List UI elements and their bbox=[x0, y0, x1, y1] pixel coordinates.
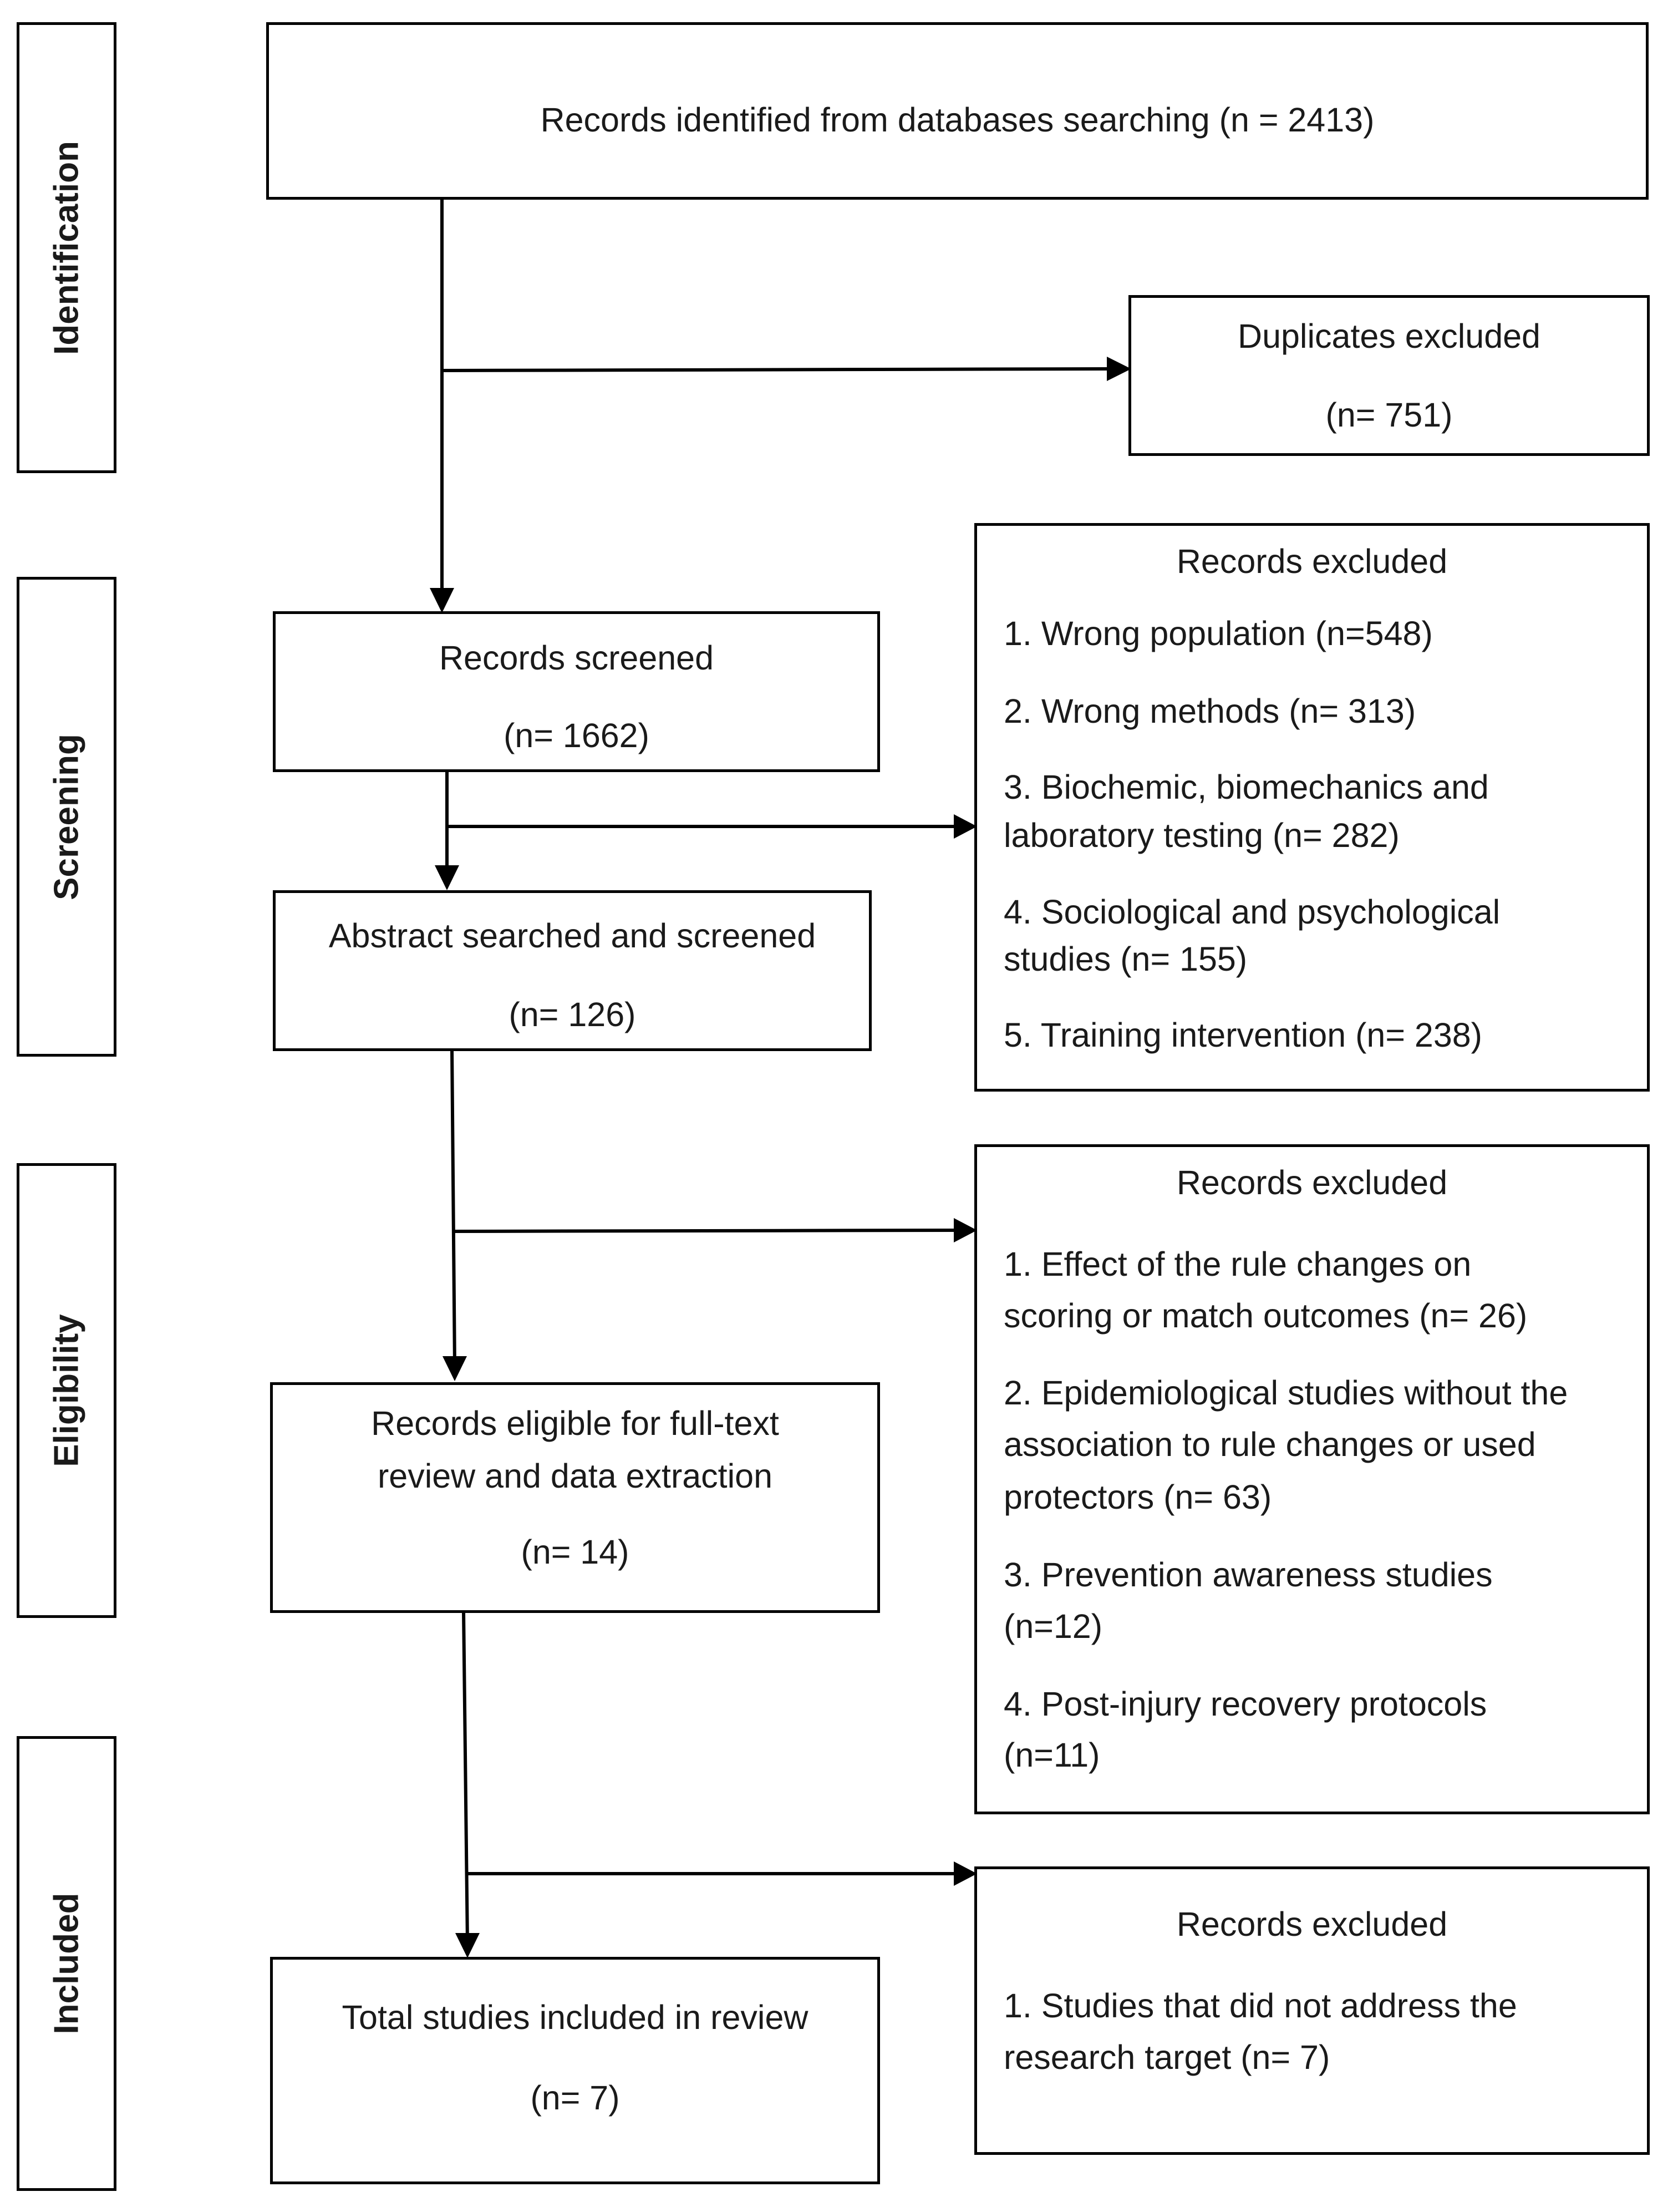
arrowhead-excluded-included bbox=[954, 1861, 977, 1886]
duplicates-count: (n= 751) bbox=[1325, 396, 1453, 434]
excluded-screening-item: 4. Sociological and psychological bbox=[1004, 893, 1501, 931]
stage-label-included: Included bbox=[47, 1893, 86, 2035]
abstract-screened-count: (n= 126) bbox=[508, 996, 636, 1033]
records-screened-box: Records screened (n= 1662) bbox=[273, 611, 880, 772]
arrowhead-eligible bbox=[443, 1356, 467, 1381]
stage-label-identification: Identification bbox=[47, 140, 86, 355]
records-identified-box: Records identified from databases search… bbox=[266, 22, 1649, 200]
excluded-eligibility-item: 1. Effect of the rule changes on bbox=[1004, 1245, 1472, 1283]
duplicates-box: Duplicates excluded (n= 751) bbox=[1128, 295, 1650, 456]
excluded-screening-item: 3. Biochemic, biomechanics and bbox=[1004, 768, 1489, 806]
records-eligible-line2: review and data extraction bbox=[377, 1457, 773, 1495]
excluded-eligibility-item: (n=12) bbox=[1004, 1607, 1103, 1645]
stage-included: Included bbox=[17, 1736, 116, 2191]
excluded-eligibility-item: scoring or match outcomes (n= 26) bbox=[1004, 1297, 1528, 1335]
excluded-screening-item: 1. Wrong population (n=548) bbox=[1004, 615, 1433, 652]
excluded-eligibility-item: 3. Prevention awareness studies bbox=[1004, 1556, 1493, 1594]
arrowhead-duplicates bbox=[1107, 357, 1131, 381]
excluded-eligibility-item: 4. Post-injury recovery protocols bbox=[1004, 1685, 1487, 1723]
excluded-screening-item: 5. Training intervention (n= 238) bbox=[1004, 1016, 1482, 1054]
records-identified-text: Records identified from databases search… bbox=[540, 101, 1375, 139]
excluded-screening-item: laboratory testing (n= 282) bbox=[1004, 816, 1400, 854]
arrowhead-included bbox=[455, 1933, 480, 1958]
arrow-eligible-to-included bbox=[462, 1611, 469, 1945]
stage-label-screening: Screening bbox=[47, 733, 86, 900]
records-eligible-box: Records eligible for full-text review an… bbox=[270, 1382, 880, 1613]
stage-identification: Identification bbox=[17, 22, 116, 473]
stage-eligibility: Eligibility bbox=[17, 1163, 116, 1618]
excluded-included-title: Records excluded bbox=[1176, 1905, 1448, 1943]
arrowhead-excluded-screening bbox=[954, 814, 977, 839]
excluded-eligibility-title: Records excluded bbox=[1176, 1164, 1448, 1201]
records-eligible-line1: Records eligible for full-text bbox=[371, 1404, 779, 1442]
excluded-included-item: 1. Studies that did not address the bbox=[1004, 1987, 1517, 2025]
excluded-eligibility-item: association to rule changes or used bbox=[1004, 1425, 1536, 1463]
abstract-screened-title: Abstract searched and screened bbox=[328, 917, 816, 955]
excluded-included-box: Records excluded 1. Studies that did not… bbox=[974, 1866, 1650, 2155]
stage-screening: Screening bbox=[17, 577, 116, 1057]
total-included-title: Total studies included in review bbox=[342, 1998, 808, 2036]
excluded-eligibility-item: protectors (n= 63) bbox=[1004, 1478, 1272, 1516]
duplicates-title: Duplicates excluded bbox=[1238, 317, 1540, 355]
total-included-box: Total studies included in review (n= 7) bbox=[270, 1957, 880, 2184]
excluded-screening-box: Records excluded 1. Wrong population (n=… bbox=[974, 523, 1650, 1092]
excluded-screening-item: studies (n= 155) bbox=[1004, 940, 1248, 978]
total-included-count: (n= 7) bbox=[530, 2079, 620, 2117]
arrowhead-abstract bbox=[435, 865, 459, 890]
excluded-screening-item: 2. Wrong methods (n= 313) bbox=[1004, 692, 1416, 730]
excluded-eligibility-box: Records excluded 1. Effect of the rule c… bbox=[974, 1144, 1650, 1814]
excluded-screening-title: Records excluded bbox=[1176, 542, 1448, 580]
records-screened-title: Records screened bbox=[439, 639, 714, 677]
stage-label-eligibility: Eligibility bbox=[47, 1314, 86, 1467]
excluded-included-item: research target (n= 7) bbox=[1004, 2038, 1330, 2076]
arrowhead-screened bbox=[430, 588, 454, 613]
records-screened-count: (n= 1662) bbox=[504, 717, 649, 754]
excluded-eligibility-item: 2. Epidemiological studies without the bbox=[1004, 1374, 1568, 1412]
arrow-to-excluded-eligibility bbox=[453, 1229, 954, 1233]
arrow-to-duplicates bbox=[441, 367, 1110, 372]
records-eligible-count: (n= 14) bbox=[521, 1533, 629, 1571]
arrow-abstract-to-eligible bbox=[450, 1049, 456, 1368]
abstract-screened-box: Abstract searched and screened (n= 126) bbox=[273, 890, 872, 1051]
excluded-eligibility-item: (n=11) bbox=[1004, 1736, 1100, 1774]
arrowhead-excluded-eligibility bbox=[954, 1218, 977, 1242]
